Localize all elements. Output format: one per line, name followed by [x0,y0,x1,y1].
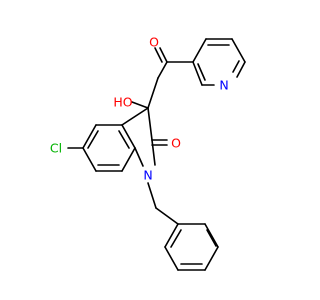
bond [231,38,246,63]
bond [204,223,219,248]
bond [131,101,149,109]
bond [154,47,163,63]
bond [151,139,156,166]
bond [204,246,219,271]
bond [159,47,168,63]
atom-label-oxygen-lactam: O [171,136,181,151]
bond [118,130,130,149]
bond [206,229,217,247]
atom-label-layer: O N HO Cl O N [50,35,229,183]
bond [87,130,99,149]
molecule-structure-diagram: O N HO Cl O N [50,35,246,271]
atom-label-nitrogen-indole: N [143,168,152,183]
bond [121,124,136,149]
bond [147,182,157,209]
bond [147,107,153,141]
bond [147,77,159,109]
bond [197,63,206,81]
bond [82,124,97,149]
bond [232,60,240,73]
bond [157,61,168,79]
bond [164,246,179,271]
bond [82,147,97,172]
atom-label-chlorine: Cl [50,141,62,156]
bond [236,61,246,78]
atom-label-oxygen-ketone: O [149,35,159,50]
atom-label-hydroxyl: HO [113,95,132,110]
bond [121,147,136,172]
bond-layer [67,38,246,271]
bond [134,147,144,167]
bond [121,107,149,126]
bond [170,229,182,248]
bond [164,223,179,248]
bond [192,61,203,86]
bond [192,38,207,63]
atom-label-nitrogen-pyridine: N [219,78,228,93]
bond [155,207,179,225]
